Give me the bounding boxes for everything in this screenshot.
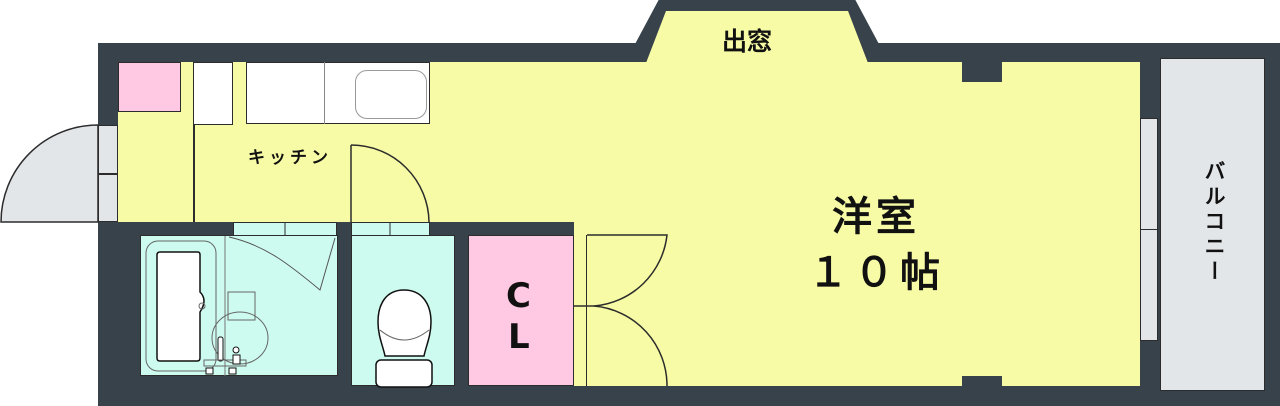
bathroom-inner-wall <box>118 235 140 376</box>
counter-divider <box>324 62 325 124</box>
western-room-size: １０帖 <box>808 250 946 296</box>
closet-door-frame <box>574 235 587 386</box>
balcony-label: バルコニー <box>1202 160 1226 285</box>
balcony-floor <box>1160 58 1265 391</box>
washbasin-cabinet <box>227 291 256 321</box>
closet-label-l: L <box>508 317 530 357</box>
bay-window-floor <box>646 11 868 63</box>
bathroom-door-swing <box>228 236 336 291</box>
pillar-bottom <box>962 376 1002 388</box>
kitchen-label: キッチン <box>248 148 332 168</box>
western-room-floor-lower <box>574 222 1140 386</box>
sliding-window-lower <box>1140 229 1158 341</box>
kitchen-sink <box>355 70 427 119</box>
entrance-door-swing <box>0 124 99 223</box>
pillar-top <box>962 62 1002 82</box>
closet-door-swing-lower <box>593 305 668 387</box>
bathtub-outer <box>145 240 217 372</box>
shoe-cabinet <box>118 62 181 112</box>
closet-floor <box>468 235 574 386</box>
bathtub-inner <box>156 251 205 362</box>
faucet <box>217 336 224 362</box>
toilet-tank <box>375 359 433 388</box>
kitchen-door-swing <box>350 144 430 223</box>
fridge-space <box>193 62 233 125</box>
closet-door-swing-upper <box>587 234 668 307</box>
western-room-label: 洋室 <box>832 194 920 240</box>
bay-window-label: 出窓 <box>722 27 773 56</box>
closet-label-c: C <box>506 276 531 316</box>
toilet-bowl <box>377 289 432 357</box>
entrance-divider <box>98 173 118 175</box>
genkan-step-line <box>193 125 195 222</box>
